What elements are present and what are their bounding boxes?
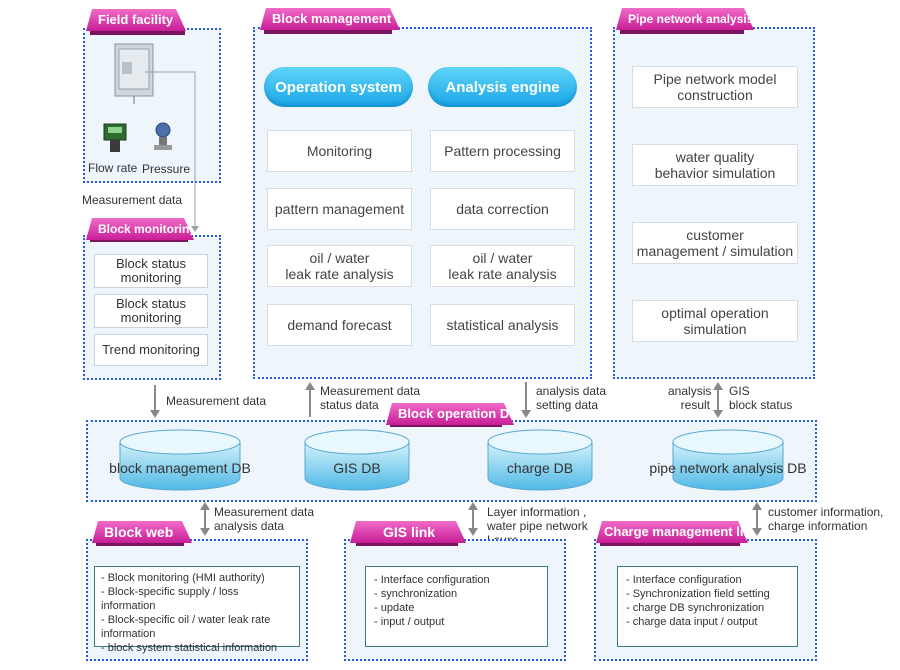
gis-link-tag: GIS link [350, 521, 466, 543]
list-item: - Interface configuration [374, 574, 490, 586]
field-cabinet-icon [114, 43, 154, 104]
list-item: - charge data input / output [626, 616, 758, 628]
leak-rate-analysis-box-right: oil / water leak rate analysis [430, 245, 575, 287]
charge-management-tag: Charge management link [596, 521, 748, 543]
pipe-network-db-label: pipe network analysis DB [649, 460, 807, 476]
charge-db-label: charge DB [506, 460, 574, 476]
block-status-monitoring-1: Block status monitoring [94, 254, 208, 288]
block-web-tag: Block web [92, 521, 192, 543]
list-item: - Interface configuration [626, 574, 742, 586]
customer-management-box: customer management / simulation [632, 222, 798, 264]
data-correction-box: data correction [430, 188, 575, 230]
gis-block-label: GIS block status [729, 384, 793, 412]
gis-db-icon [304, 429, 410, 491]
pattern-processing-box: Pattern processing [430, 130, 575, 172]
leak-rate-analysis-box-left: oil / water leak rate analysis [267, 245, 412, 287]
optimal-operation-box: optimal operation simulation [632, 300, 798, 342]
block-monitoring-tag: Block monitoring [86, 218, 194, 240]
operation-system-pill: Operation system [264, 67, 413, 107]
gis-link-list: - Interface configuration - synchronizat… [365, 566, 548, 647]
list-item: - Block-specific oil / water leak rate i… [101, 614, 271, 640]
list-item: - Block-specific supply / loss informati… [101, 586, 239, 612]
list-item: - charge DB synchronization [626, 602, 765, 614]
measurement-data-label: Measurement data [166, 394, 267, 408]
gis-db-label: GIS DB [333, 460, 381, 476]
web-flow-label: Measurement data analysis data [214, 505, 315, 533]
monitoring-box: Monitoring [267, 130, 412, 172]
block-operation-db-tag: Block operation DB [386, 403, 514, 425]
demand-forecast-box: demand forecast [267, 304, 412, 346]
pressure-gauge-icon [154, 122, 172, 150]
list-item: - synchronization [374, 588, 458, 600]
list-item: - input / output [374, 616, 445, 628]
block-status-monitoring-2: Block status monitoring [94, 294, 208, 328]
trend-monitoring: Trend monitoring [94, 334, 208, 366]
block-management-db-label: block management DB [109, 460, 251, 476]
statistical-analysis-box: statistical analysis [430, 304, 575, 346]
block-management-tag: Block management [260, 8, 400, 30]
analysis-engine-pill: Analysis engine [428, 67, 577, 107]
water-quality-simulation-box: water quality behavior simulation [632, 144, 798, 186]
analysis-setting-label: analysis data setting data [536, 384, 607, 412]
flow-meter-icon [103, 123, 127, 152]
field-facility-tag: Field facility [86, 9, 186, 31]
list-item: - block system statistical information [101, 642, 278, 654]
charge-management-list: - Interface configuration - Synchronizat… [617, 566, 798, 647]
charge-flow-label: customer information, charge information [768, 505, 884, 533]
measurement-data-label-top: Measurement data [82, 193, 183, 207]
pipe-model-construction-box: Pipe network model construction [632, 66, 798, 108]
block-management-db-icon [119, 429, 241, 491]
block-web-list: - Block monitoring (HMI authority) - Blo… [94, 566, 300, 654]
meas-status-label: Measurement data status data [320, 384, 421, 412]
pressure-label: Pressure [142, 162, 191, 176]
pattern-management-box: pattern management [267, 188, 412, 230]
analysis-result-label: analysis result [668, 384, 712, 412]
charge-db-icon [487, 429, 593, 491]
list-item: - Block monitoring (HMI authority) [101, 572, 265, 584]
pipe-network-db-icon [672, 429, 784, 491]
list-item: - Synchronization field setting [626, 588, 770, 600]
pipe-network-tag: Pipe network analysis [616, 8, 754, 30]
list-item: - update [374, 602, 415, 614]
flow-rate-label: Flow rate [88, 161, 138, 175]
